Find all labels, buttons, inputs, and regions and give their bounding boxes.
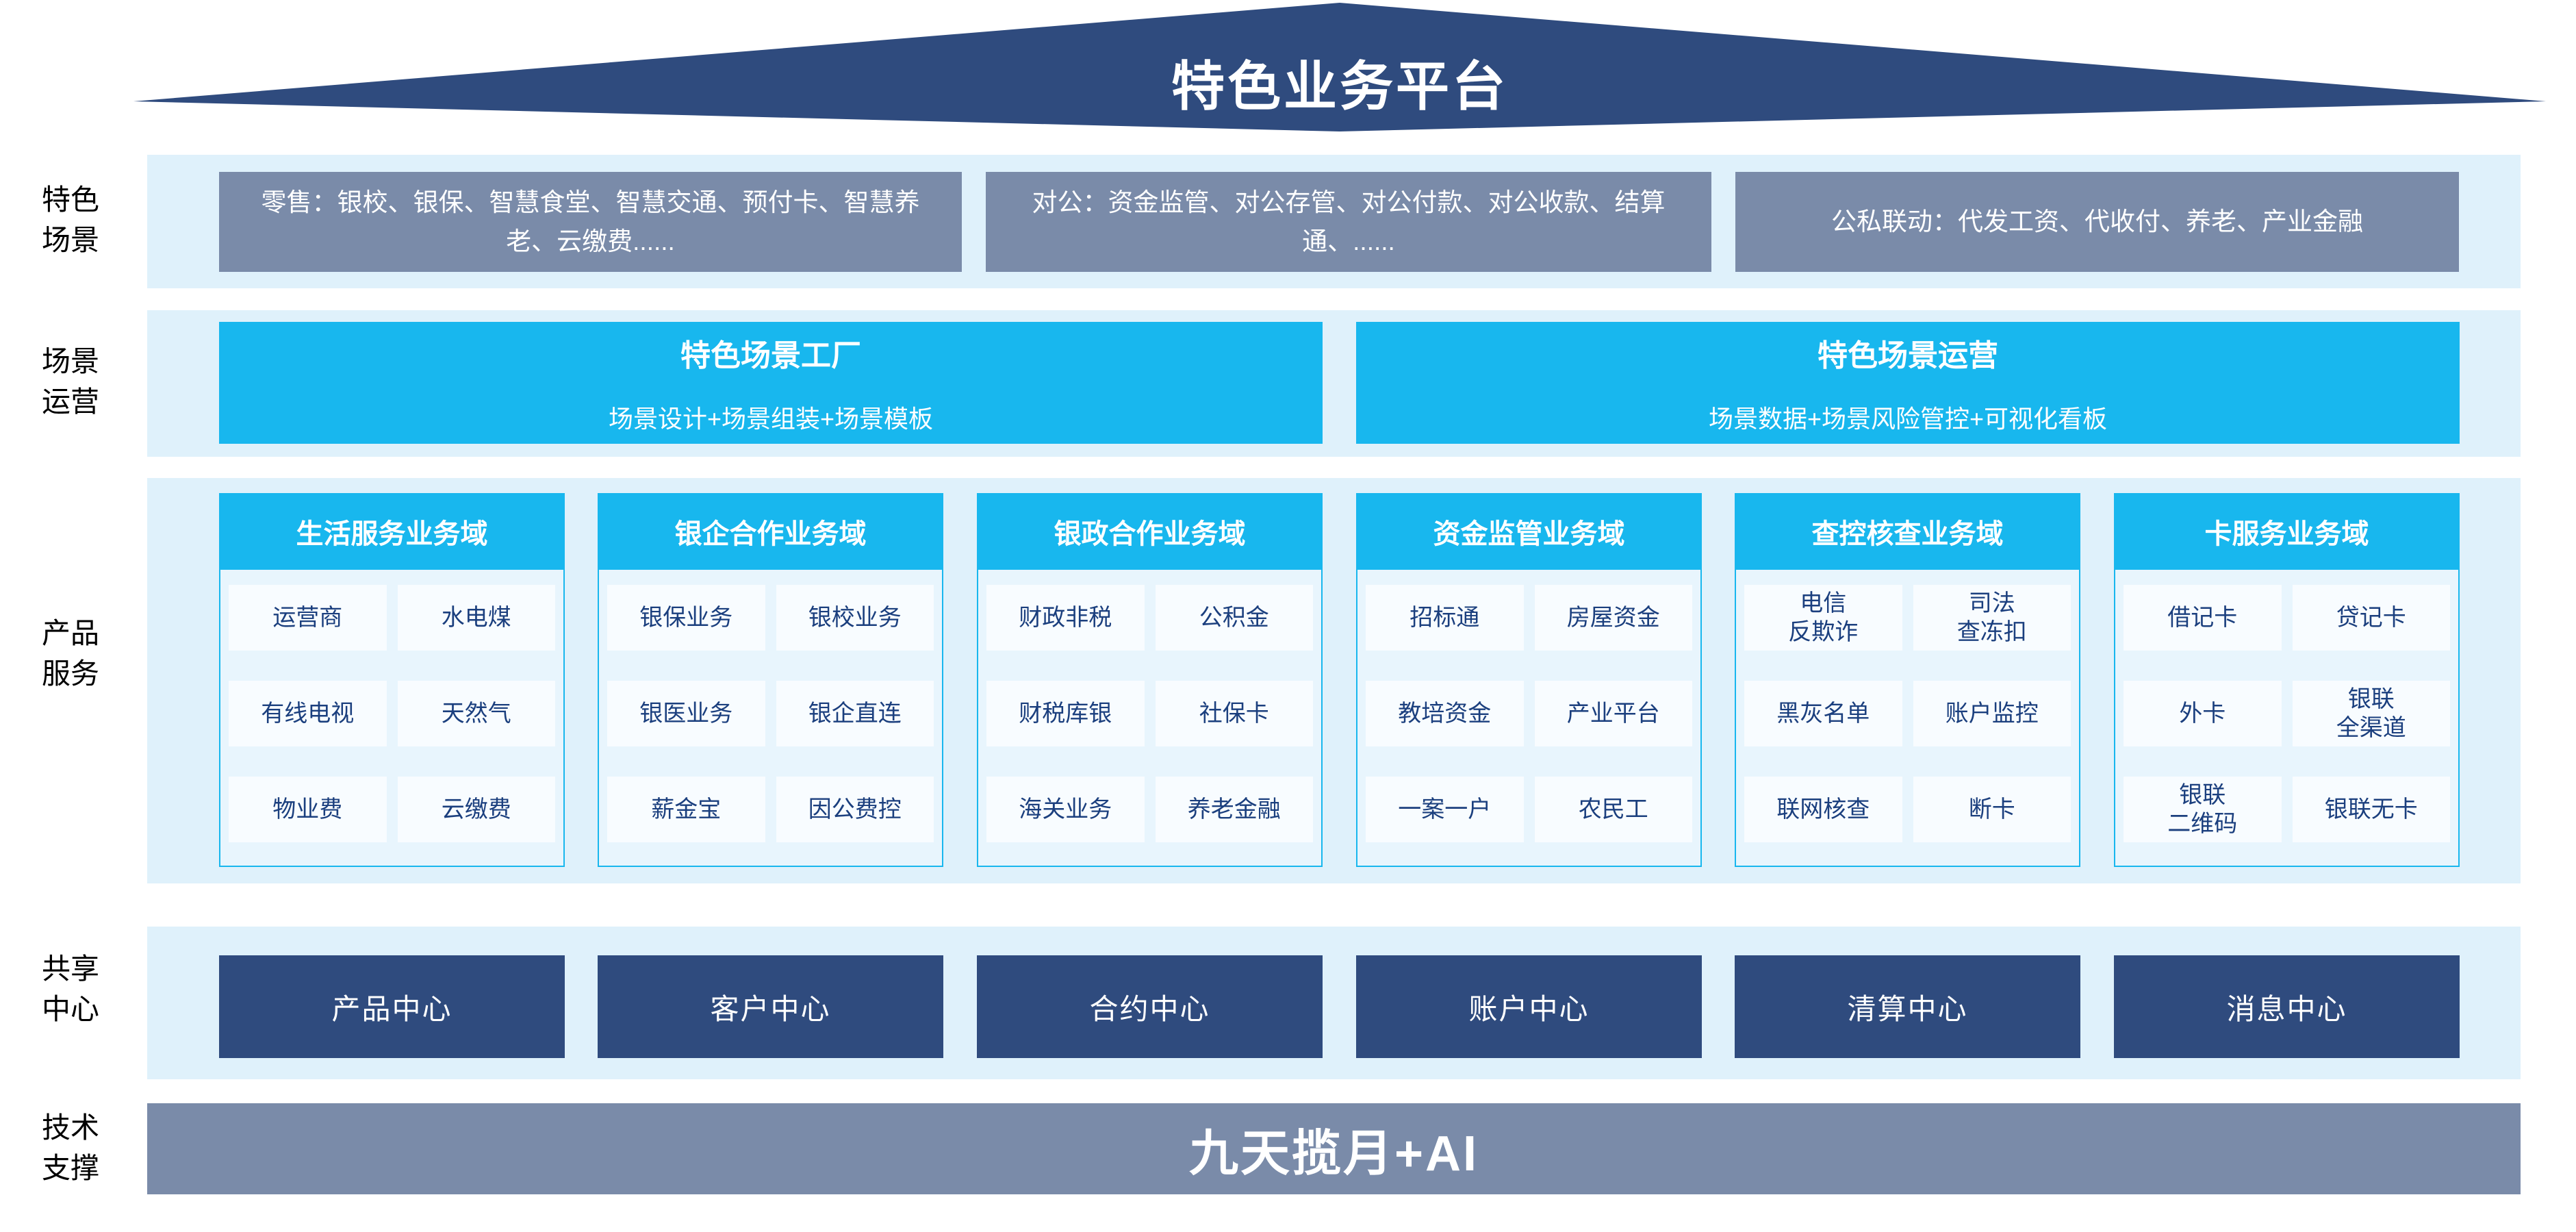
side-label-tech: 技术 支撑 — [41, 1111, 99, 1184]
product-cell: 银企直连 — [776, 681, 934, 746]
product-cell: 一案一户 — [1366, 777, 1524, 842]
product-cell: 招标通 — [1366, 585, 1524, 651]
tech-support-bar: 九天揽月+AI — [147, 1103, 2521, 1194]
side-label-centers: 共享 中心 — [41, 953, 99, 1025]
panel-body: 运营商 水电煤 有线电视 天然气 物业费 云缴费 — [219, 570, 565, 867]
product-cell: 联网核查 — [1744, 777, 1902, 842]
product-panel-inquiry-control: 查控核查业务域 电信 反欺诈 司法 查冻扣 黑灰名单 账户监控 联网核查 断卡 — [1735, 493, 2080, 867]
side-label-products: 产品 服务 — [41, 617, 99, 690]
panel-body: 借记卡 贷记卡 外卡 银联 全渠道 银联 二维码 银联无卡 — [2114, 570, 2460, 867]
product-cell: 银联 二维码 — [2124, 777, 2282, 842]
product-cell: 农民工 — [1534, 777, 1692, 842]
product-panel-bank-enterprise: 银企合作业务域 银保业务 银校业务 银医业务 银企直连 薪金宝 因公费控 — [598, 493, 943, 867]
panel-body: 银保业务 银校业务 银医业务 银企直连 薪金宝 因公费控 — [598, 570, 943, 867]
panel-header: 资金监管业务域 — [1356, 493, 1702, 570]
product-cell: 有线电视 — [229, 681, 387, 746]
op-box-scene-factory: 特色场景工厂 场景设计+场景组装+场景模板 — [219, 322, 1323, 444]
product-panel-bank-government: 银政合作业务域 财政非税 公积金 财税库银 社保卡 海关业务 养老金融 — [977, 493, 1323, 867]
product-cell: 银保业务 — [607, 585, 765, 651]
center-box-message: 消息中心 — [2114, 955, 2460, 1058]
op-title: 特色场景工厂 — [680, 339, 861, 373]
product-cell: 银校业务 — [776, 585, 934, 651]
panel-header: 生活服务业务域 — [219, 493, 565, 570]
op-subtitle: 场景数据+场景风险管控+可视化看板 — [1708, 405, 2108, 433]
side-label-scenes: 特色 场景 — [41, 184, 99, 256]
centers-band: 产品中心 客户中心 合约中心 账户中心 清算中心 消息中心 — [147, 927, 2521, 1079]
product-cell: 借记卡 — [2124, 585, 2282, 651]
product-cell: 外卡 — [2124, 681, 2282, 746]
product-cell: 房屋资金 — [1534, 585, 1692, 651]
center-box-clearing: 清算中心 — [1735, 955, 2080, 1058]
product-panel-fund-supervision: 资金监管业务域 招标通 房屋资金 教培资金 产业平台 一案一户 农民工 — [1356, 493, 1702, 867]
panel-body: 财政非税 公积金 财税库银 社保卡 海关业务 养老金融 — [977, 570, 1323, 867]
products-band: 生活服务业务域 运营商 水电煤 有线电视 天然气 物业费 云缴费 银企合作业务域… — [147, 478, 2521, 883]
product-cell: 因公费控 — [776, 777, 934, 842]
product-cell: 水电煤 — [397, 585, 555, 651]
page-title: 特色业务平台 — [1171, 56, 1508, 116]
op-subtitle: 场景设计+场景组装+场景模板 — [608, 405, 934, 433]
product-cell: 电信 反欺诈 — [1744, 585, 1902, 651]
panel-body: 电信 反欺诈 司法 查冻扣 黑灰名单 账户监控 联网核查 断卡 — [1735, 570, 2080, 867]
center-box-contract: 合约中心 — [977, 955, 1323, 1058]
op-title: 特色场景运营 — [1818, 339, 1998, 373]
center-box-customer: 客户中心 — [598, 955, 943, 1058]
product-cell: 公积金 — [1155, 585, 1313, 651]
operations-band: 特色场景工厂 场景设计+场景组装+场景模板 特色场景运营 场景数据+场景风险管控… — [147, 310, 2521, 457]
product-cell: 财政非税 — [986, 585, 1145, 651]
product-panel-card-services: 卡服务业务域 借记卡 贷记卡 外卡 银联 全渠道 银联 二维码 银联无卡 — [2114, 493, 2460, 867]
product-cell: 养老金融 — [1155, 777, 1313, 842]
product-cell: 账户监控 — [1913, 681, 2071, 746]
panel-header: 银企合作业务域 — [598, 493, 943, 570]
scene-box-linkage: 公私联动：代发工资、代收付、养老、产业金融 — [1735, 172, 2459, 272]
product-cell: 司法 查冻扣 — [1913, 585, 2071, 651]
product-cell: 物业费 — [229, 777, 387, 842]
product-cell: 海关业务 — [986, 777, 1145, 842]
center-box-product: 产品中心 — [219, 955, 565, 1058]
side-label-operations: 场景 运营 — [41, 345, 99, 418]
product-cell: 财税库银 — [986, 681, 1145, 746]
panel-header: 银政合作业务域 — [977, 493, 1323, 570]
scene-box-corporate: 对公：资金监管、对公存管、对公付款、对公收款、结算通、...... — [986, 172, 1711, 272]
product-cell: 云缴费 — [397, 777, 555, 842]
scenes-band: 零售：银校、银保、智慧食堂、智慧交通、预付卡、智慧养老、云缴费...... 对公… — [147, 155, 2521, 288]
product-cell: 贷记卡 — [2292, 585, 2450, 651]
product-cell: 银联无卡 — [2292, 777, 2450, 842]
product-cell: 运营商 — [229, 585, 387, 651]
product-cell: 产业平台 — [1534, 681, 1692, 746]
product-cell: 黑灰名单 — [1744, 681, 1902, 746]
product-cell: 天然气 — [397, 681, 555, 746]
product-cell: 社保卡 — [1155, 681, 1313, 746]
product-cell: 薪金宝 — [607, 777, 765, 842]
panel-header: 卡服务业务域 — [2114, 493, 2460, 570]
center-box-account: 账户中心 — [1356, 955, 1702, 1058]
product-cell: 教培资金 — [1366, 681, 1524, 746]
product-cell: 断卡 — [1913, 777, 2071, 842]
scene-box-retail: 零售：银校、银保、智慧食堂、智慧交通、预付卡、智慧养老、云缴费...... — [219, 172, 962, 272]
product-panel-life-services: 生活服务业务域 运营商 水电煤 有线电视 天然气 物业费 云缴费 — [219, 493, 565, 867]
product-cell: 银联 全渠道 — [2292, 681, 2450, 746]
roof-shape — [133, 3, 2546, 131]
op-box-scene-operation: 特色场景运营 场景数据+场景风险管控+可视化看板 — [1356, 322, 2460, 444]
panel-body: 招标通 房屋资金 教培资金 产业平台 一案一户 农民工 — [1356, 570, 1702, 867]
product-cell: 银医业务 — [607, 681, 765, 746]
panel-header: 查控核查业务域 — [1735, 493, 2080, 570]
